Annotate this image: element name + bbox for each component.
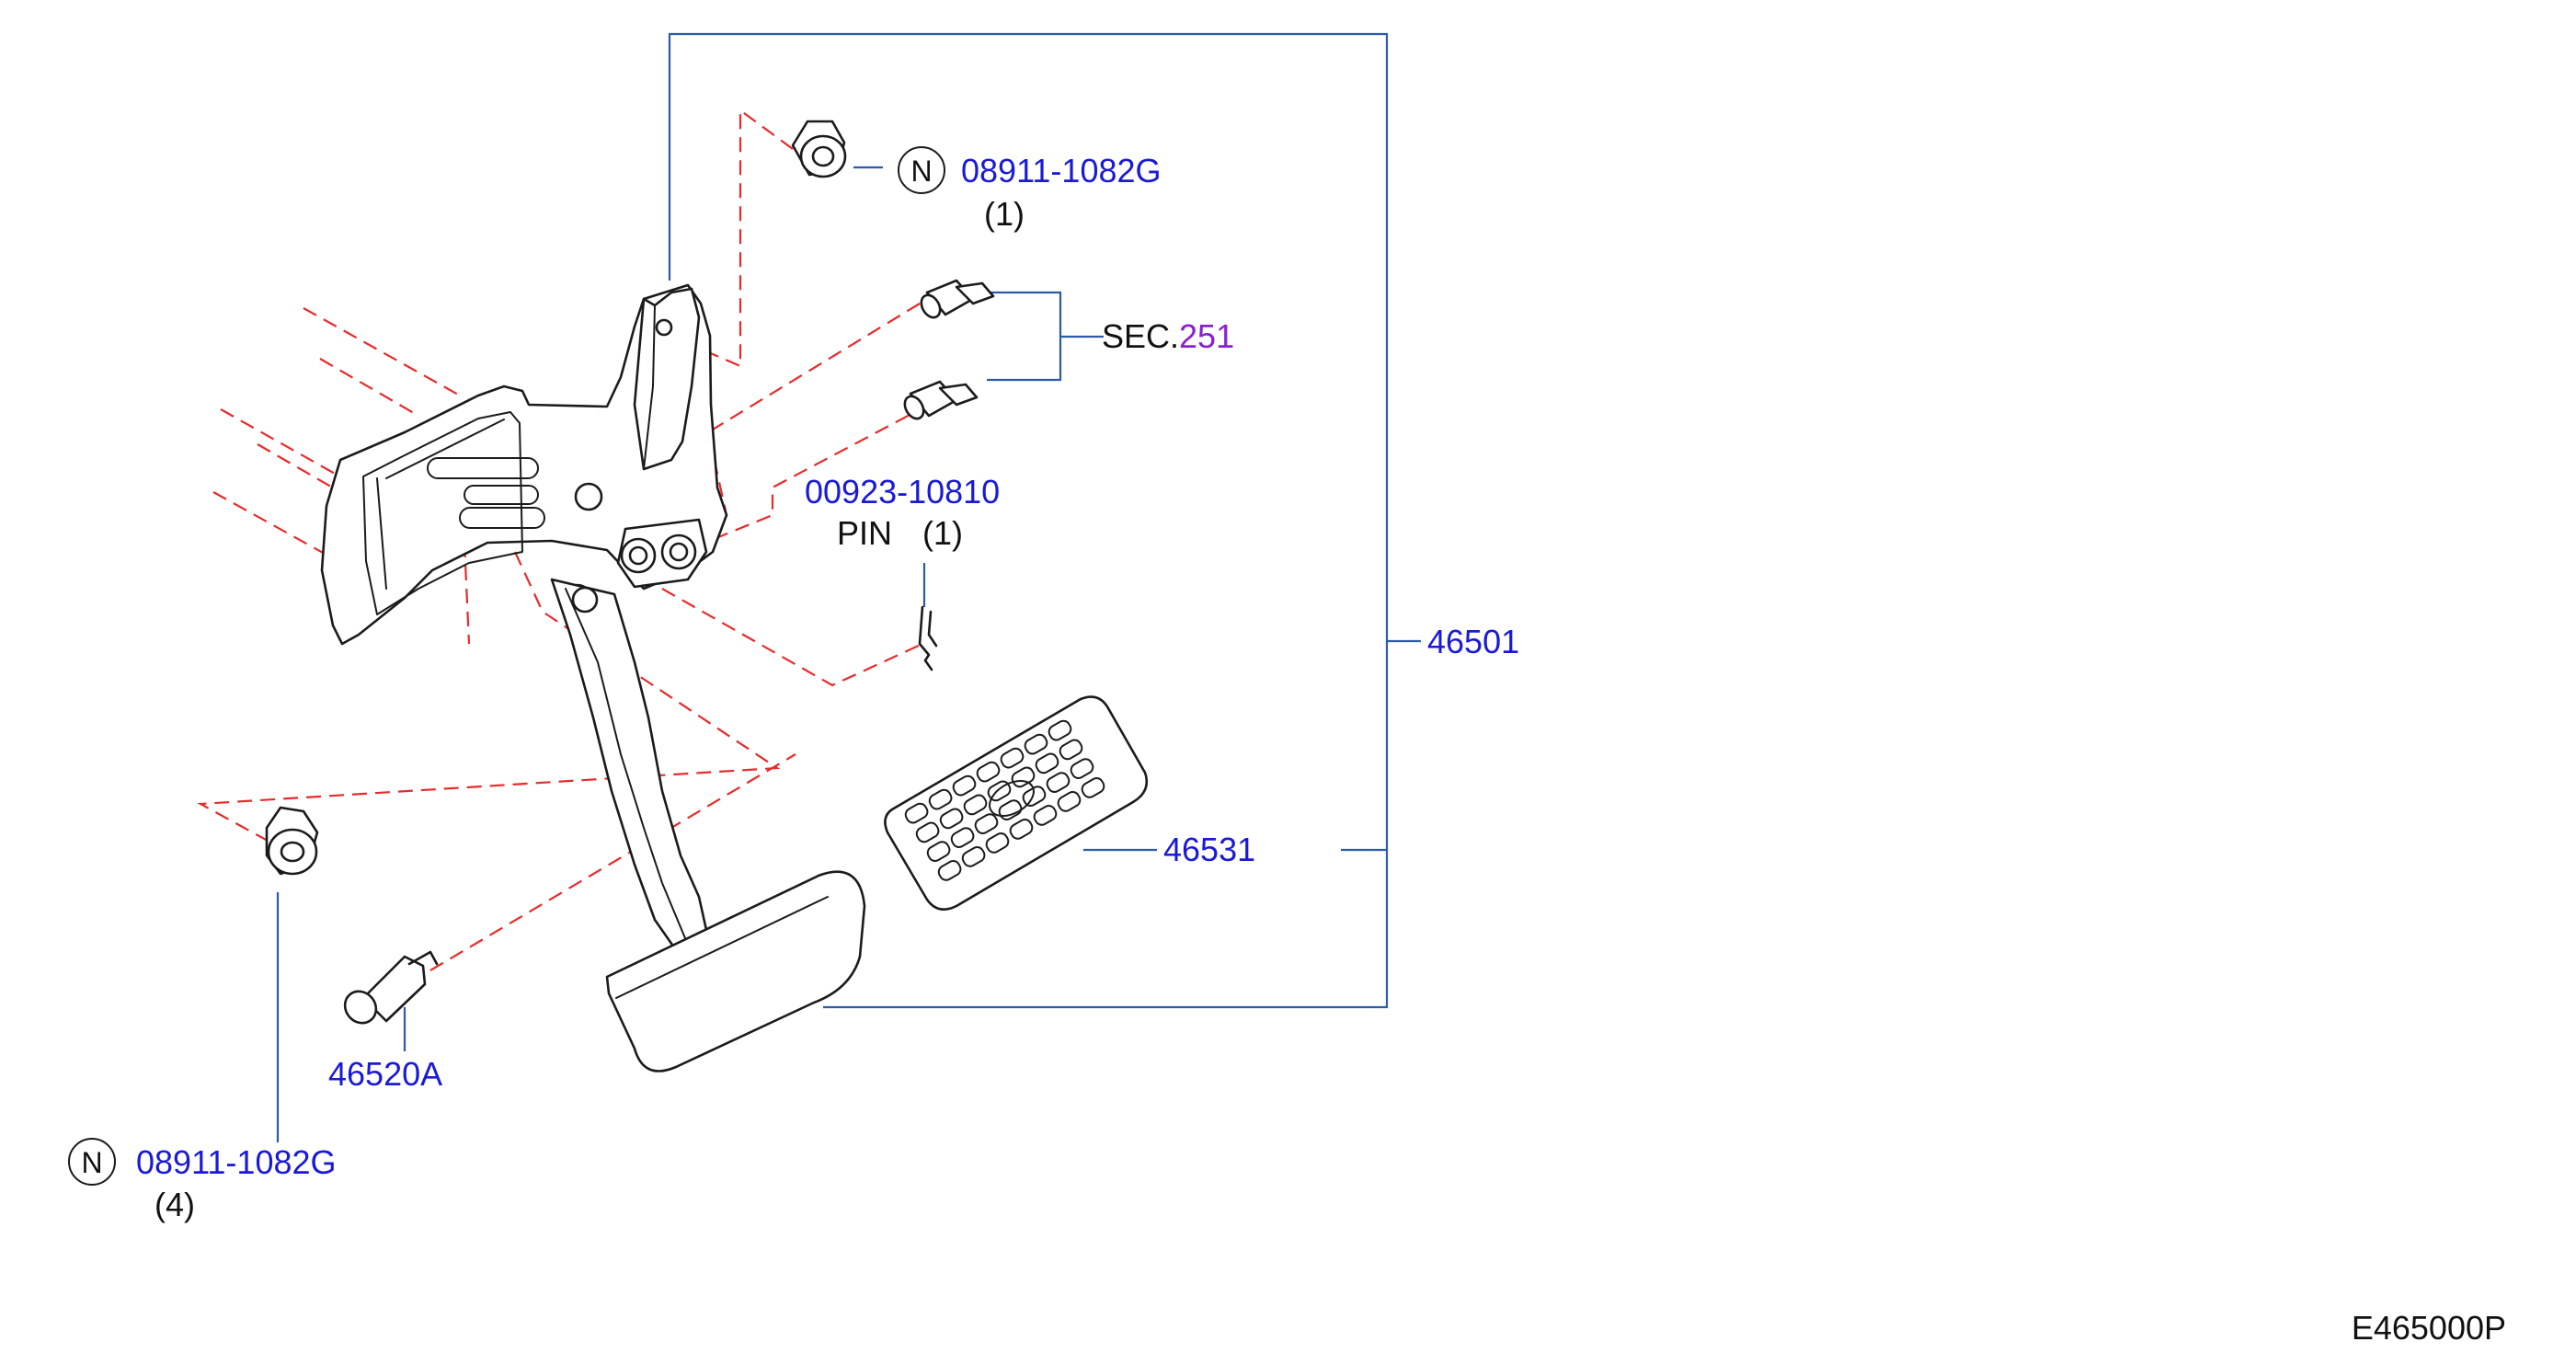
stop-lamp-switch-lower <box>903 380 979 420</box>
pad-grip-cell <box>1035 752 1059 774</box>
pad-grip-cell <box>976 761 1001 783</box>
pad-grip-cell <box>1070 758 1094 779</box>
assembly-part-number[interactable]: 46501 <box>1427 623 1519 660</box>
nut-top-part-number[interactable]: 08911-1082G <box>961 152 1162 189</box>
switch-section-ref[interactable]: SEC.251 <box>1102 317 1234 355</box>
pad-part-number[interactable]: 46531 <box>1163 831 1255 868</box>
stopper-part-number[interactable]: 46520A <box>328 1055 442 1093</box>
pad-grip-cell <box>904 802 929 824</box>
nut-top-quantity: (1) <box>984 195 1025 233</box>
pin-part-number[interactable]: 00923-10810 <box>805 473 1000 510</box>
pad-grip-cell <box>928 788 953 810</box>
pad-grip-cell <box>985 832 1010 854</box>
pad-grid <box>904 719 1105 881</box>
pad-grip-cell <box>974 813 999 834</box>
pad-grip-cell <box>1048 719 1072 741</box>
pad-grip-cell <box>1024 733 1048 755</box>
pad-grip-cell <box>952 774 977 797</box>
nut-bottom <box>265 806 319 876</box>
nut-bottom-quantity: (4) <box>155 1186 195 1223</box>
svg-text:N: N <box>910 155 932 188</box>
svg-text:N: N <box>81 1146 102 1179</box>
stopper <box>343 950 439 1025</box>
pad-grip-cell <box>1046 772 1070 793</box>
nut-bottom-part-number[interactable]: 08911-1082G <box>136 1143 337 1181</box>
nut-bottom-n-mark: N <box>68 1138 116 1186</box>
switch-bracket <box>987 291 1062 382</box>
pad-grip-cell <box>963 794 988 816</box>
diagram-id: E465000P <box>2352 1309 2506 1347</box>
pin-clip <box>918 605 938 671</box>
pin-name: PIN <box>837 514 892 552</box>
nut-top-n-mark: N <box>898 146 945 194</box>
pad-grip-cell <box>915 821 940 843</box>
pad-center-ring <box>989 780 1035 817</box>
stop-lamp-switches <box>903 279 995 420</box>
leader-lines <box>276 32 1421 1142</box>
pad-grip-cell <box>1022 786 1047 807</box>
pad-grip-cell <box>961 846 986 867</box>
pad-grip-cell <box>1057 791 1082 812</box>
pad-grip-cell <box>1059 739 1083 761</box>
pad-grip-cell <box>937 860 962 881</box>
pad-grip-cell <box>987 780 1012 802</box>
pad-grip-cell <box>1009 819 1034 840</box>
pad-grip-cell <box>1033 805 1058 826</box>
nut-top <box>791 120 847 178</box>
pad-grip-cell <box>926 841 951 862</box>
pedal-arm <box>550 578 710 958</box>
assembly-bracket <box>668 32 1389 1009</box>
pad-grip-cell <box>939 808 964 830</box>
pin-quantity: (1) <box>922 514 963 552</box>
pad-grip-cell <box>1000 747 1025 769</box>
pad-grip-cell <box>950 827 975 848</box>
pedal-pad <box>884 695 1149 911</box>
stop-lamp-switch-upper <box>920 279 995 319</box>
pad-grip-cell <box>1081 777 1105 798</box>
pedal-foot <box>605 870 866 1072</box>
pivot-bushings <box>616 518 708 589</box>
